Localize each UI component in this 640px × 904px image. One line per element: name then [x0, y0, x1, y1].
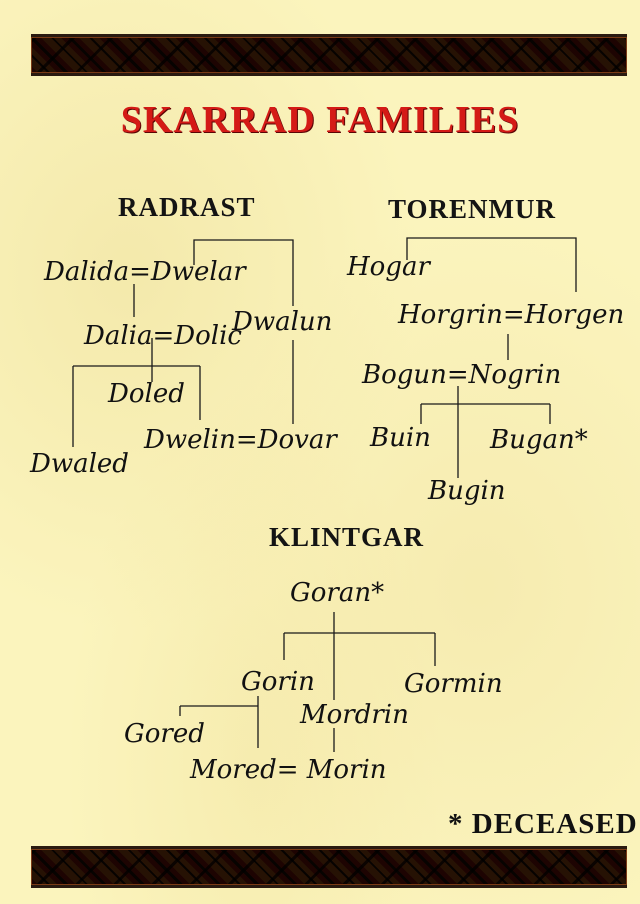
name-gored: Gored — [124, 719, 205, 749]
name-goran: Goran* — [290, 578, 384, 608]
name-horgrin-horgen: Horgrin=Horgen — [397, 300, 624, 330]
name-dalia-dolic: Dalia=Dolic — [83, 321, 242, 351]
name-buin: Buin — [369, 423, 431, 453]
name-hogar: Hogar — [346, 252, 431, 282]
line-hogar-horgen — [407, 238, 576, 292]
name-bugan: Bugan* — [489, 425, 588, 455]
bottom-celtic-border — [31, 846, 627, 888]
name-gormin: Gormin — [404, 669, 503, 699]
name-dwalun: Dwalun — [231, 307, 332, 337]
name-gorin: Gorin — [241, 667, 315, 697]
name-doled: Doled — [107, 379, 185, 409]
name-bugin: Bugin — [427, 476, 506, 506]
name-dwaled: Dwaled — [29, 449, 129, 479]
name-dalida-dwelar: Dalida=Dwelar — [43, 257, 247, 287]
deceased-legend: * DECEASED — [448, 808, 638, 841]
name-mored-morin: Mored= Morin — [189, 755, 387, 785]
name-mordrin: Mordrin — [299, 700, 409, 730]
name-bogun-nogrin: Bogun=Nogrin — [361, 360, 561, 390]
name-dwelin-dovar: Dwelin=Dovar — [143, 425, 338, 455]
